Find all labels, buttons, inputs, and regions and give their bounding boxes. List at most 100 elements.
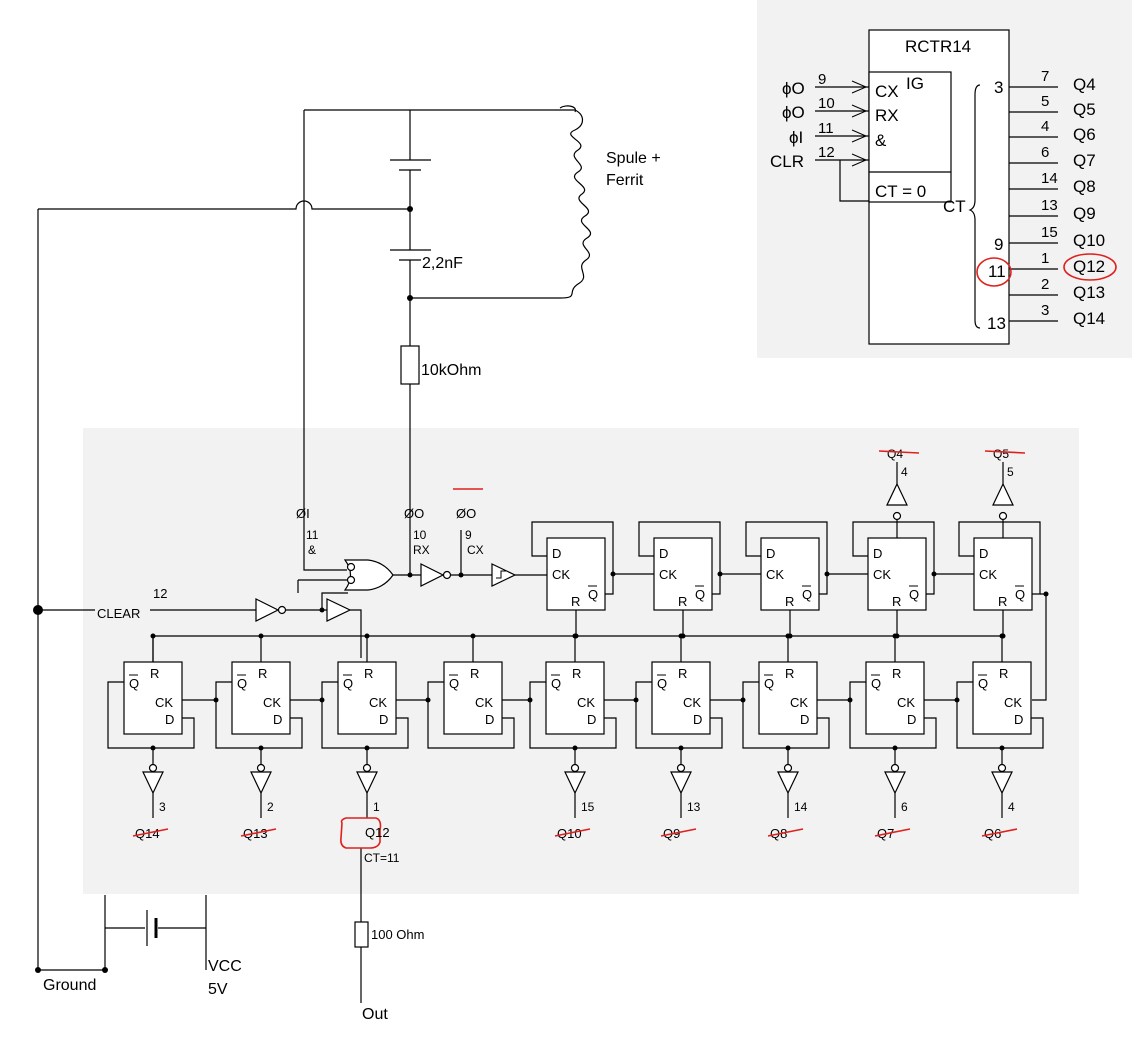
ff-d-label: D: [659, 546, 668, 561]
ff-d-label: D: [693, 712, 702, 727]
coil-label-2: Ferrit: [606, 172, 644, 189]
ff-r-label: R: [572, 666, 581, 681]
ff-r-label: R: [470, 666, 479, 681]
input-phi-i-fn: &: [308, 543, 316, 557]
ff-q-label: Q: [551, 676, 561, 691]
ff-r-label: R: [150, 666, 159, 681]
ff-q-label: Q: [695, 587, 705, 602]
ff-d-label: D: [165, 712, 174, 727]
clear-label: CLEAR: [97, 606, 140, 621]
top-output-pin: 4: [901, 465, 908, 479]
ff-d-label: D: [766, 546, 775, 561]
clear-buffer: [326, 598, 352, 622]
ff-r-label: R: [998, 594, 1007, 609]
ff-r-label: R: [258, 666, 267, 681]
input-phi-i-pin: 11: [306, 528, 319, 542]
schmitt-buffer: [491, 563, 517, 587]
flip-flop-bottom: [865, 661, 925, 735]
ff-ck-label: CK: [1004, 695, 1022, 710]
ff-q-label: Q: [909, 587, 919, 602]
ff-ck-label: CK: [263, 695, 281, 710]
bottom-output-pin: 4: [1008, 800, 1015, 814]
ff-q-label: Q: [129, 676, 139, 691]
ff-r-label: R: [892, 594, 901, 609]
flip-flop-top: [546, 537, 606, 611]
ff-d-label: D: [907, 712, 916, 727]
ff-ck-label: CK: [475, 695, 493, 710]
ic-internal-panel: [83, 428, 1079, 894]
resistor-100-label: 100 Ohm: [371, 927, 424, 942]
capacitor-label: 2,2nF: [422, 255, 463, 272]
ff-q-label: Q: [764, 676, 774, 691]
ff-ck-label: CK: [552, 567, 570, 582]
top-output-inverter: [886, 482, 908, 506]
resistor-10k-label: 10kOhm: [421, 362, 481, 379]
ff-q-label: Q: [657, 676, 667, 691]
ff-ck-label: CK: [897, 695, 915, 710]
input-phi-i-symbol: ØI: [296, 506, 310, 521]
input-phi-o-rx-symbol: ØO: [404, 506, 424, 521]
ff-r-label: R: [785, 666, 794, 681]
ff-r-label: R: [999, 666, 1008, 681]
ff-d-label: D: [800, 712, 809, 727]
clear-inverter: [255, 598, 280, 622]
ff-q-label: Q: [978, 676, 988, 691]
bottom-output-pin: 6: [901, 800, 908, 814]
flip-flop-bottom: [443, 661, 503, 735]
clear-pin: 12: [153, 586, 167, 601]
bottom-output-inverter: [564, 771, 586, 795]
ff-r-label: R: [678, 666, 687, 681]
flip-flop-bottom: [651, 661, 711, 735]
ff-ck-label: CK: [683, 695, 701, 710]
vcc-voltage-label: 5V: [208, 981, 228, 998]
bottom-output-pin: 14: [794, 800, 808, 814]
ff-ck-label: CK: [369, 695, 387, 710]
top-output-pin: 5: [1007, 465, 1014, 479]
ff-d-label: D: [273, 712, 282, 727]
top-output-label: Q4: [887, 447, 903, 461]
flip-flop-bottom: [972, 661, 1032, 735]
input-phi-o-cx-symbol: ØO: [456, 506, 476, 521]
ff-d-label: D: [587, 712, 596, 727]
bottom-output-inverter: [670, 771, 692, 795]
ff-r-label: R: [892, 666, 901, 681]
ff-ck-label: CK: [766, 567, 784, 582]
ff-d-label: D: [979, 546, 988, 561]
coil-label-1: Spule +: [606, 150, 661, 167]
input-phi-o-cx-fn: CX: [467, 543, 484, 557]
bottom-output-inverter: [991, 771, 1013, 795]
ff-d-label: D: [552, 546, 561, 561]
vcc-label: VCC: [208, 958, 242, 975]
ff-q-label: Q: [449, 676, 459, 691]
rx-inverter: [420, 563, 445, 587]
bottom-output-inverter: [777, 771, 799, 795]
ff-ck-label: CK: [155, 695, 173, 710]
ff-d-label: D: [1014, 712, 1023, 727]
bottom-output-pin: 2: [267, 800, 274, 814]
ff-ck-label: CK: [873, 567, 891, 582]
bottom-output-pin: 1: [373, 800, 380, 814]
ff-q-label: Q: [871, 676, 881, 691]
red-circle-q12-out: [340, 817, 382, 849]
ff-ck-label: CK: [577, 695, 595, 710]
ff-r-label: R: [678, 594, 687, 609]
flip-flop-bottom: [545, 661, 605, 735]
top-output-label: Q5: [993, 447, 1009, 461]
bottom-output-inverter: [250, 771, 272, 795]
ff-d-label: D: [485, 712, 494, 727]
ff-ck-label: CK: [979, 567, 997, 582]
ff-ck-label: CK: [790, 695, 808, 710]
vcc-battery: [104, 895, 207, 970]
input-phi-o-cx-pin: 9: [465, 528, 472, 542]
ff-q-label: Q: [237, 676, 247, 691]
ff-d-label: D: [873, 546, 882, 561]
ground-label: Ground: [43, 977, 96, 994]
input-phi-o-rx-pin: 10: [413, 528, 427, 542]
out-label: Out: [362, 1006, 388, 1023]
ff-r-label: R: [785, 594, 794, 609]
bottom-output-inverter: [356, 771, 378, 795]
ff-q-label: Q: [802, 587, 812, 602]
ff-r-label: R: [571, 594, 580, 609]
bottom-output-pin: 13: [687, 800, 701, 814]
